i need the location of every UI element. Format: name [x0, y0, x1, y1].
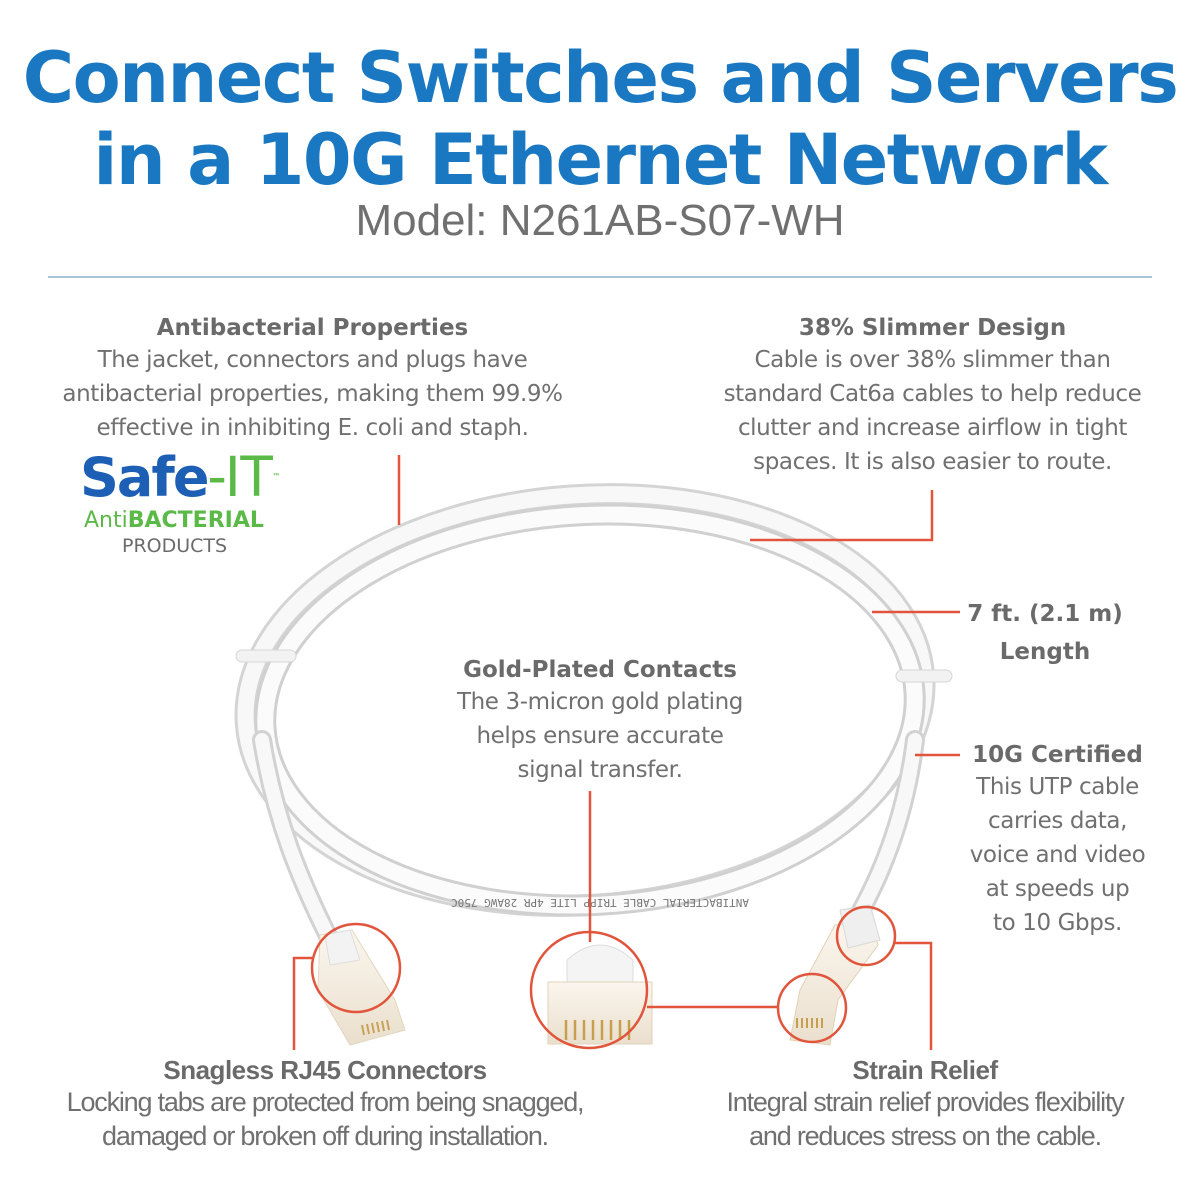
callout-lines	[292, 455, 960, 1050]
feature-text-line: This UTP cable	[976, 774, 1139, 800]
feature-heading: Antibacterial Properties	[156, 315, 469, 341]
feature-heading: 10G Certified	[972, 742, 1143, 768]
feature-heading: Gold-Plated Contacts	[463, 657, 737, 683]
feature-text-line: Integral strain relief provides flexibil…	[726, 1087, 1124, 1117]
feature-text-line: helps ensure accurate	[476, 723, 724, 749]
cable-tie-right	[895, 669, 953, 683]
feature-text-line: signal transfer.	[517, 757, 683, 783]
callout-circle-contacts-right	[776, 972, 848, 1044]
callout-snagless	[292, 956, 312, 1050]
feature-text-line: effective in inhibiting E. coli and stap…	[96, 415, 529, 441]
feature-10g-certified: 10G Certified This UTP cable carries dat…	[960, 740, 1155, 940]
cable-tie-left	[235, 649, 297, 663]
callout-circle-strain	[835, 905, 897, 967]
feature-gold-contacts: Gold-Plated Contacts The 3-micron gold p…	[415, 655, 785, 787]
logo-bacterial: BACTERIAL	[127, 508, 264, 533]
feature-heading: Strain Relief	[852, 1055, 998, 1085]
feature-heading: Snagless RJ45 Connectors	[163, 1055, 487, 1085]
feature-text-line: spaces. It is also easier to route.	[753, 449, 1112, 475]
callout-circle-gold	[529, 930, 649, 1050]
divider	[48, 276, 1152, 278]
feature-text-line: The jacket, connectors and plugs have	[97, 347, 528, 373]
feature-text-line: Cable is over 38% slimmer than	[754, 347, 1111, 373]
cable-print-bottom: ANTIBACTERIAL CABLE TRIPP LITE 4PR 28AWG…	[451, 896, 749, 909]
trademark-icon: ™	[272, 472, 280, 481]
feature-snagless: Snagless RJ45 Connectors Locking tabs ar…	[20, 1055, 630, 1153]
feature-text-line: standard Cat6a cables to help reduce	[723, 381, 1142, 407]
feature-antibacterial: Antibacterial Properties The jacket, con…	[40, 313, 585, 445]
page-title-line-2: in a 10G Ethernet Network	[93, 119, 1108, 201]
callout-strain	[895, 941, 933, 1050]
feature-heading: 7 ft. (2.1 m)	[967, 601, 1123, 627]
logo-products: PRODUCTS	[122, 535, 228, 557]
feature-length: 7 ft. (2.1 m) Length	[960, 595, 1130, 671]
feature-text-line: carries data,	[988, 808, 1127, 834]
logo-it: -IT	[207, 444, 274, 509]
safe-it-logo: Safe-IT™ AntiBACTERIAL PRODUCTS	[80, 446, 310, 558]
rj45-plug-left	[317, 929, 406, 1046]
feature-text-line: Locking tabs are protected from being sn…	[66, 1087, 585, 1117]
feature-text-line: antibacterial properties, making them 99…	[62, 381, 563, 407]
feature-text-line: at speeds up	[985, 876, 1130, 902]
model-number: Model: N261AB-S07-WH	[355, 196, 845, 245]
callout-slimmer	[750, 490, 934, 542]
feature-strain-relief: Strain Relief Integral strain relief pro…	[680, 1055, 1170, 1153]
feature-text-line: The 3-micron gold plating	[456, 689, 743, 715]
rj45-plug-center	[547, 944, 653, 1045]
logo-safe: Safe	[80, 446, 209, 509]
feature-heading: Length	[999, 639, 1091, 665]
feature-slimmer: 38% Slimmer Design Cable is over 38% sli…	[700, 313, 1165, 479]
callout-circle-snagless	[310, 922, 402, 1014]
feature-text-line: clutter and increase airflow in tight	[737, 415, 1128, 441]
page-title-line-1: Connect Switches and Servers	[22, 37, 1179, 119]
feature-text-line: to 10 Gbps.	[993, 910, 1122, 936]
logo-anti: Anti	[84, 508, 128, 533]
feature-text-line: voice and video	[969, 842, 1146, 868]
feature-text-line: damaged or broken off during installatio…	[102, 1121, 549, 1151]
feature-heading: 38% Slimmer Design	[798, 315, 1067, 341]
feature-text-line: and reduces stress on the cable.	[749, 1121, 1102, 1151]
